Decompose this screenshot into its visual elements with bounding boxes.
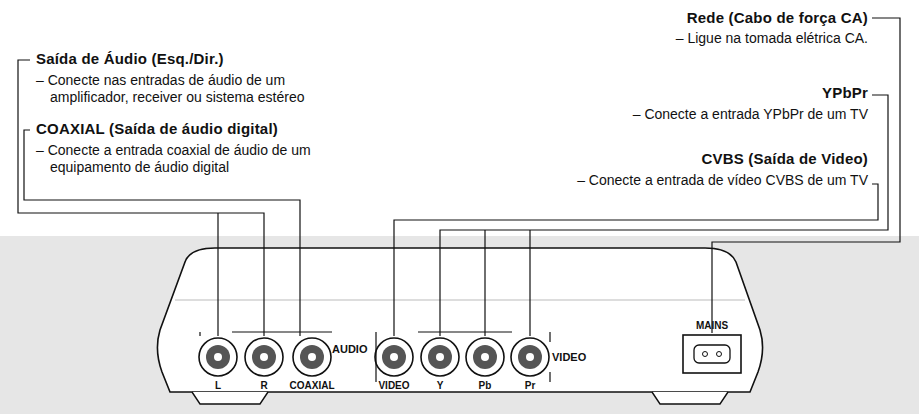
callout-heading: COAXIAL (Saída de áudio digital) bbox=[36, 120, 356, 138]
jack-label: Pr bbox=[510, 380, 550, 392]
callout-note: – Conecte nas entradas de áudio de um am… bbox=[36, 72, 346, 106]
callout-note: – Ligue na tomada elétrica CA. bbox=[560, 30, 868, 47]
jack-label: Pb bbox=[465, 380, 505, 392]
jack-label: Y bbox=[420, 380, 460, 392]
group-label: VIDEO bbox=[552, 351, 602, 364]
callout-heading: Saída de Áudio (Esq./Dir.) bbox=[36, 50, 356, 68]
callout-note: – Conecte a entrada coaxial de áudio de … bbox=[36, 142, 346, 176]
jack-label: VIDEO bbox=[364, 380, 424, 392]
socket-label: MAINS bbox=[672, 320, 752, 332]
jack-label: COAXIAL bbox=[277, 380, 347, 392]
group-label: AUDIO bbox=[332, 343, 376, 356]
callout-heading: Rede (Cabo de força CA) bbox=[560, 9, 868, 27]
jack-label: L bbox=[198, 380, 238, 392]
callout-note: – Conecte a entrada YPbPr de um TV bbox=[560, 106, 868, 123]
callout-heading: YPbPr bbox=[560, 84, 868, 102]
callout-heading: CVBS (Saída de Video) bbox=[560, 150, 868, 168]
callout-note: – Conecte a entrada de vídeo CVBS de um … bbox=[560, 172, 868, 189]
jack-label: R bbox=[244, 380, 284, 392]
